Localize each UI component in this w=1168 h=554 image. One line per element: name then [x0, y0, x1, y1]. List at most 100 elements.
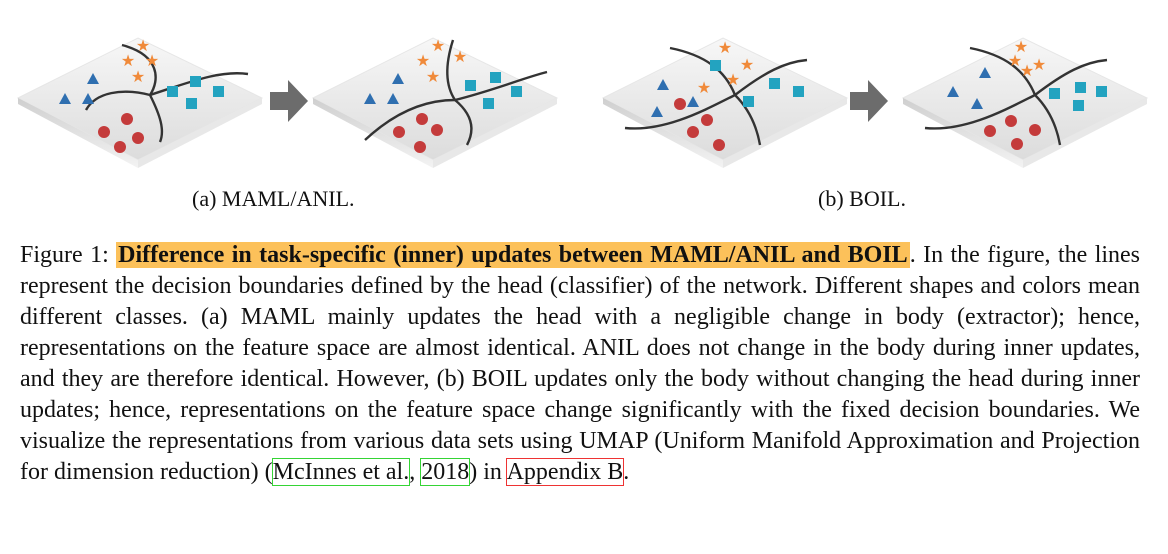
feature-plane-edge [433, 98, 557, 168]
feature-plane-edge [18, 98, 138, 168]
feature-plane [311, 37, 559, 161]
circle-marker [713, 139, 725, 151]
citation-separator: , [409, 459, 422, 485]
figure-label: Figure 1: [20, 242, 109, 268]
square-marker [743, 96, 754, 107]
circle-marker [1005, 115, 1017, 127]
boil-panel-before: ★ ★ ★ ★ [601, 37, 849, 168]
decision-boundary [734, 58, 808, 96]
citation-year-link[interactable]: 2018 [420, 458, 471, 486]
square-marker [213, 86, 224, 97]
triangle-marker [979, 67, 991, 78]
star-marker: ★ [740, 57, 754, 74]
star-marker: ★ [136, 38, 150, 55]
decision-boundary [1034, 94, 1062, 146]
decision-boundary [924, 93, 1036, 130]
decision-boundary [84, 90, 151, 111]
decision-boundary [969, 46, 1037, 96]
star-marker: ★ [121, 53, 135, 70]
boil-panel-after: ★ ★ ★ ★ [901, 37, 1149, 168]
star-marker: ★ [726, 72, 740, 89]
triangle-marker [364, 93, 376, 104]
maml-panel-after: ★ ★ ★ ★ [311, 37, 559, 168]
decision-boundary [364, 98, 456, 141]
circle-marker [114, 141, 126, 153]
circle-marker [1011, 138, 1023, 150]
decision-boundary [454, 70, 548, 102]
feature-plane-edge [603, 98, 723, 168]
caption-highlight: Difference in task-specific (inner) upda… [116, 242, 910, 268]
triangle-marker [651, 106, 663, 117]
feature-plane-edge [723, 98, 847, 168]
square-marker [793, 86, 804, 97]
circle-marker [121, 113, 133, 125]
triangle-marker [947, 86, 959, 97]
triangle-marker [657, 79, 669, 90]
figure-caption: Figure 1: Difference in task-specific (i… [20, 240, 1140, 488]
star-marker: ★ [1032, 57, 1046, 74]
square-marker [1049, 88, 1060, 99]
feature-plane-edge [903, 98, 1023, 168]
star-marker: ★ [1008, 53, 1022, 70]
circle-marker [132, 132, 144, 144]
star-marker: ★ [431, 38, 445, 55]
subcaption-b: (b) BOIL. [818, 186, 906, 211]
decision-boundary [1034, 58, 1108, 96]
square-marker [511, 86, 522, 97]
square-marker [190, 76, 201, 87]
circle-marker [416, 113, 428, 125]
star-marker: ★ [131, 69, 145, 86]
decision-boundary [624, 93, 736, 130]
circle-marker [674, 98, 686, 110]
square-marker [465, 80, 476, 91]
star-marker: ★ [145, 53, 159, 70]
appendix-link[interactable]: Appendix B [505, 458, 625, 486]
feature-plane-edge [138, 98, 262, 168]
circle-marker [98, 126, 110, 138]
triangle-marker [59, 93, 71, 104]
square-marker [1073, 100, 1084, 111]
star-marker: ★ [426, 69, 440, 86]
circle-marker [414, 141, 426, 153]
right-arrow-icon [850, 80, 888, 122]
circle-marker [687, 126, 699, 138]
triangle-marker [87, 73, 99, 84]
star-marker: ★ [416, 53, 430, 70]
decision-boundary [734, 94, 762, 146]
square-marker [1075, 82, 1086, 93]
star-marker: ★ [697, 80, 711, 97]
citation-author-link[interactable]: McInnes et al. [271, 458, 411, 486]
caption-body-continued: ) in [469, 459, 507, 485]
feature-plane-edge [1023, 98, 1147, 168]
circle-marker [701, 114, 713, 126]
triangle-marker [82, 93, 94, 104]
square-marker [167, 86, 178, 97]
square-marker [186, 98, 197, 109]
star-marker: ★ [1014, 39, 1028, 56]
triangle-marker [387, 93, 399, 104]
decision-boundary [149, 72, 249, 97]
decision-boundary [454, 99, 473, 146]
square-marker [490, 72, 501, 83]
decision-boundary [148, 94, 164, 143]
decision-boundary [446, 39, 457, 101]
triangle-marker [687, 96, 699, 107]
triangle-marker [392, 73, 404, 84]
subcaption-a: (a) MAML/ANIL. [192, 186, 355, 211]
square-marker [769, 78, 780, 89]
star-marker: ★ [1020, 63, 1034, 80]
maml-panel-before: ★ ★ ★ ★ [16, 37, 264, 168]
circle-marker [1029, 124, 1041, 136]
star-marker: ★ [718, 40, 732, 57]
circle-marker [431, 124, 443, 136]
triangle-marker [971, 98, 983, 109]
circle-marker [393, 126, 405, 138]
right-arrow-icon [270, 80, 308, 122]
caption-end: . [623, 459, 630, 485]
square-marker [1096, 86, 1107, 97]
decision-boundary [121, 43, 157, 96]
circle-marker [984, 125, 996, 137]
square-marker [483, 98, 494, 109]
square-marker [710, 60, 721, 71]
star-marker: ★ [453, 49, 467, 66]
